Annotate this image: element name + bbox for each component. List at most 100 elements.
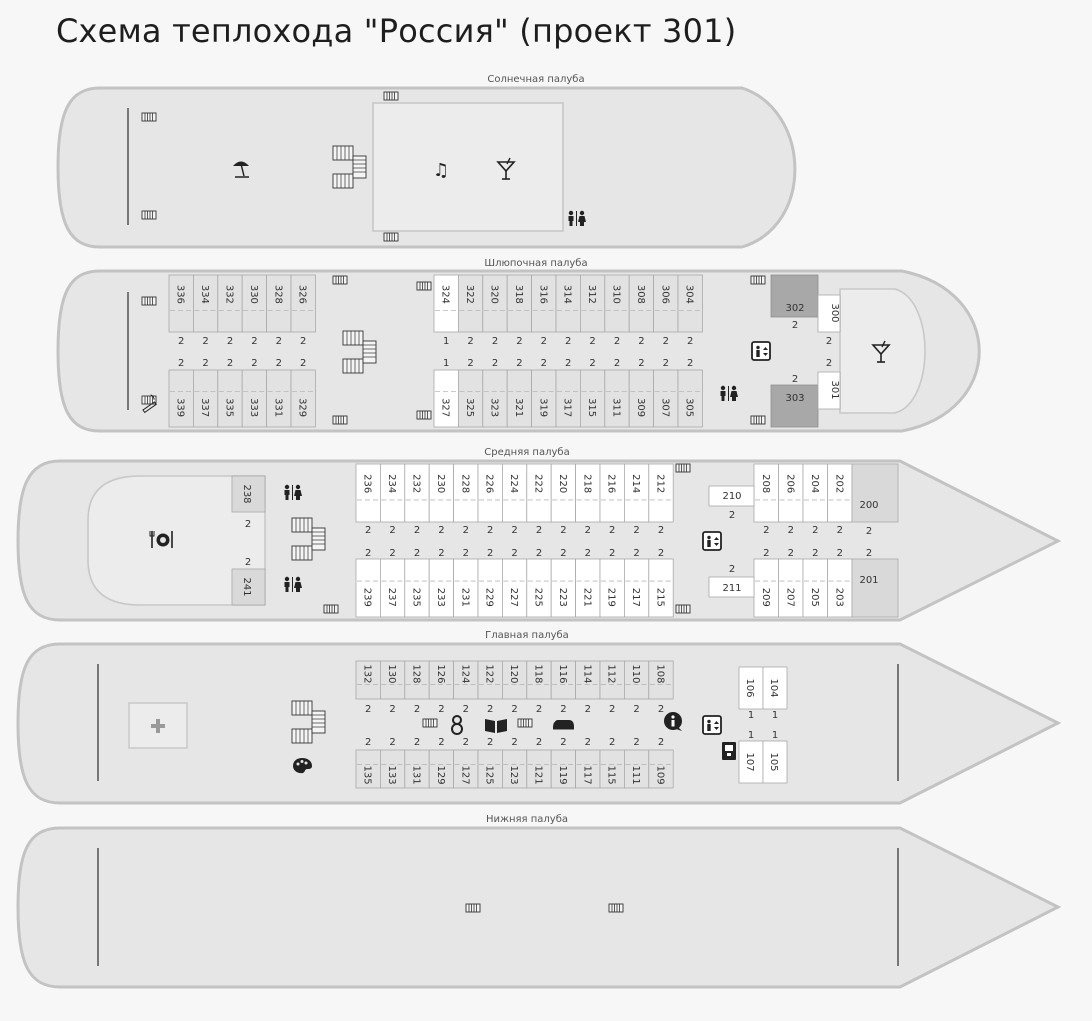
cabin-108[interactable] (648, 660, 674, 700)
cabin-316[interactable] (531, 274, 557, 333)
cabin-330[interactable] (241, 274, 267, 333)
cabin-327[interactable] (433, 369, 459, 428)
cabin-224[interactable] (501, 463, 528, 523)
cabin-315[interactable] (580, 369, 606, 428)
cabin-304[interactable] (677, 274, 703, 333)
cabin-209[interactable] (753, 558, 779, 618)
cabin-328[interactable] (266, 274, 292, 333)
cabin-223[interactable] (550, 558, 577, 618)
cabin-303[interactable] (770, 384, 819, 428)
cabin-116[interactable] (550, 660, 577, 700)
cabin-214[interactable] (624, 463, 650, 523)
cabin-110[interactable] (624, 660, 650, 700)
cabin-120[interactable] (501, 660, 528, 700)
cabin-226[interactable] (477, 463, 503, 523)
cabin-320[interactable] (482, 274, 508, 333)
cabin-324[interactable] (433, 274, 459, 333)
cabin-206[interactable] (778, 463, 804, 523)
cabin-238[interactable] (231, 475, 266, 513)
cabin-318[interactable] (506, 274, 533, 333)
cabin-201[interactable] (851, 558, 899, 618)
cabin-309[interactable] (628, 369, 655, 428)
cabin-310[interactable] (604, 274, 630, 333)
cabin-321[interactable] (506, 369, 533, 428)
cabin-308[interactable] (628, 274, 655, 333)
cabin-number: 206 (784, 474, 795, 493)
cabin-number: 121 (533, 766, 544, 785)
cabin-133[interactable] (379, 749, 406, 789)
cabin-217[interactable] (624, 558, 650, 618)
cabin-208[interactable] (753, 463, 779, 523)
cabin-301[interactable] (817, 371, 841, 410)
cabin-326[interactable] (290, 274, 316, 333)
cabin-314[interactable] (555, 274, 581, 333)
cooler-icon (722, 742, 736, 760)
cabin-106[interactable] (738, 666, 764, 710)
cabin-241[interactable] (231, 568, 266, 606)
cabin-331[interactable] (266, 369, 292, 428)
cabin-105[interactable] (762, 740, 788, 784)
cabin-312[interactable] (580, 274, 606, 333)
cabin-109[interactable] (648, 749, 674, 789)
cabin-236[interactable] (355, 463, 381, 523)
cabin-122[interactable] (477, 660, 503, 700)
cabin-307[interactable] (653, 369, 679, 428)
cabin-number: 326 (297, 285, 308, 304)
cabin-311[interactable] (604, 369, 630, 428)
cabin-229[interactable] (477, 558, 503, 618)
cabin-231[interactable] (453, 558, 479, 618)
cabin-302[interactable] (770, 274, 819, 318)
cabin-210[interactable] (708, 485, 755, 507)
cabin-beds: 2 (585, 525, 591, 536)
cabin-119[interactable] (550, 749, 577, 789)
cabin-123[interactable] (501, 749, 528, 789)
cabin-306[interactable] (653, 274, 679, 333)
cabin-219[interactable] (599, 558, 625, 618)
cabin-300[interactable] (817, 294, 841, 333)
cabin-317[interactable] (555, 369, 581, 428)
cabin-130[interactable] (379, 660, 406, 700)
cabin-number: 128 (411, 664, 422, 683)
cabin-112[interactable] (599, 660, 625, 700)
cabin-333[interactable] (241, 369, 267, 428)
cabin-number: 318 (513, 285, 524, 304)
cabin-337[interactable] (192, 369, 219, 428)
cabin-218[interactable] (575, 463, 601, 523)
cabin-beds: 2 (609, 525, 615, 536)
cabin-228[interactable] (453, 463, 479, 523)
cabin-332[interactable] (217, 274, 243, 333)
cabin-beds: 2 (365, 525, 371, 536)
cabin-202[interactable] (827, 463, 853, 523)
cabin-117[interactable] (575, 749, 601, 789)
cabin-325[interactable] (457, 369, 484, 428)
cabin-127[interactable] (453, 749, 479, 789)
cabin-200[interactable] (851, 463, 899, 523)
cabin-334[interactable] (192, 274, 219, 333)
cabin-322[interactable] (457, 274, 484, 333)
cabin-323[interactable] (482, 369, 508, 428)
cabin-205[interactable] (802, 558, 828, 618)
cabin-232[interactable] (404, 463, 430, 523)
cabin-305[interactable] (677, 369, 703, 428)
cabin-227[interactable] (501, 558, 528, 618)
cabin-111[interactable] (624, 749, 650, 789)
cabin-118[interactable] (526, 660, 552, 700)
cabin-239[interactable] (355, 558, 381, 618)
cabin-115[interactable] (599, 749, 625, 789)
cabin-211[interactable] (708, 576, 755, 598)
cabin-212[interactable] (648, 463, 674, 523)
cabin-131[interactable] (404, 749, 430, 789)
cabin-215[interactable] (648, 558, 674, 618)
cabin-125[interactable] (477, 749, 503, 789)
cabin-336[interactable] (168, 274, 194, 333)
cabin-237[interactable] (379, 558, 406, 618)
cabin-207[interactable] (778, 558, 804, 618)
cabin-329[interactable] (290, 369, 316, 428)
cabin-number: 216 (606, 474, 617, 493)
cabin-225[interactable] (526, 558, 552, 618)
cabin-339[interactable] (168, 369, 194, 428)
cabin-number: 226 (484, 474, 495, 493)
cabin-104[interactable] (762, 666, 788, 710)
